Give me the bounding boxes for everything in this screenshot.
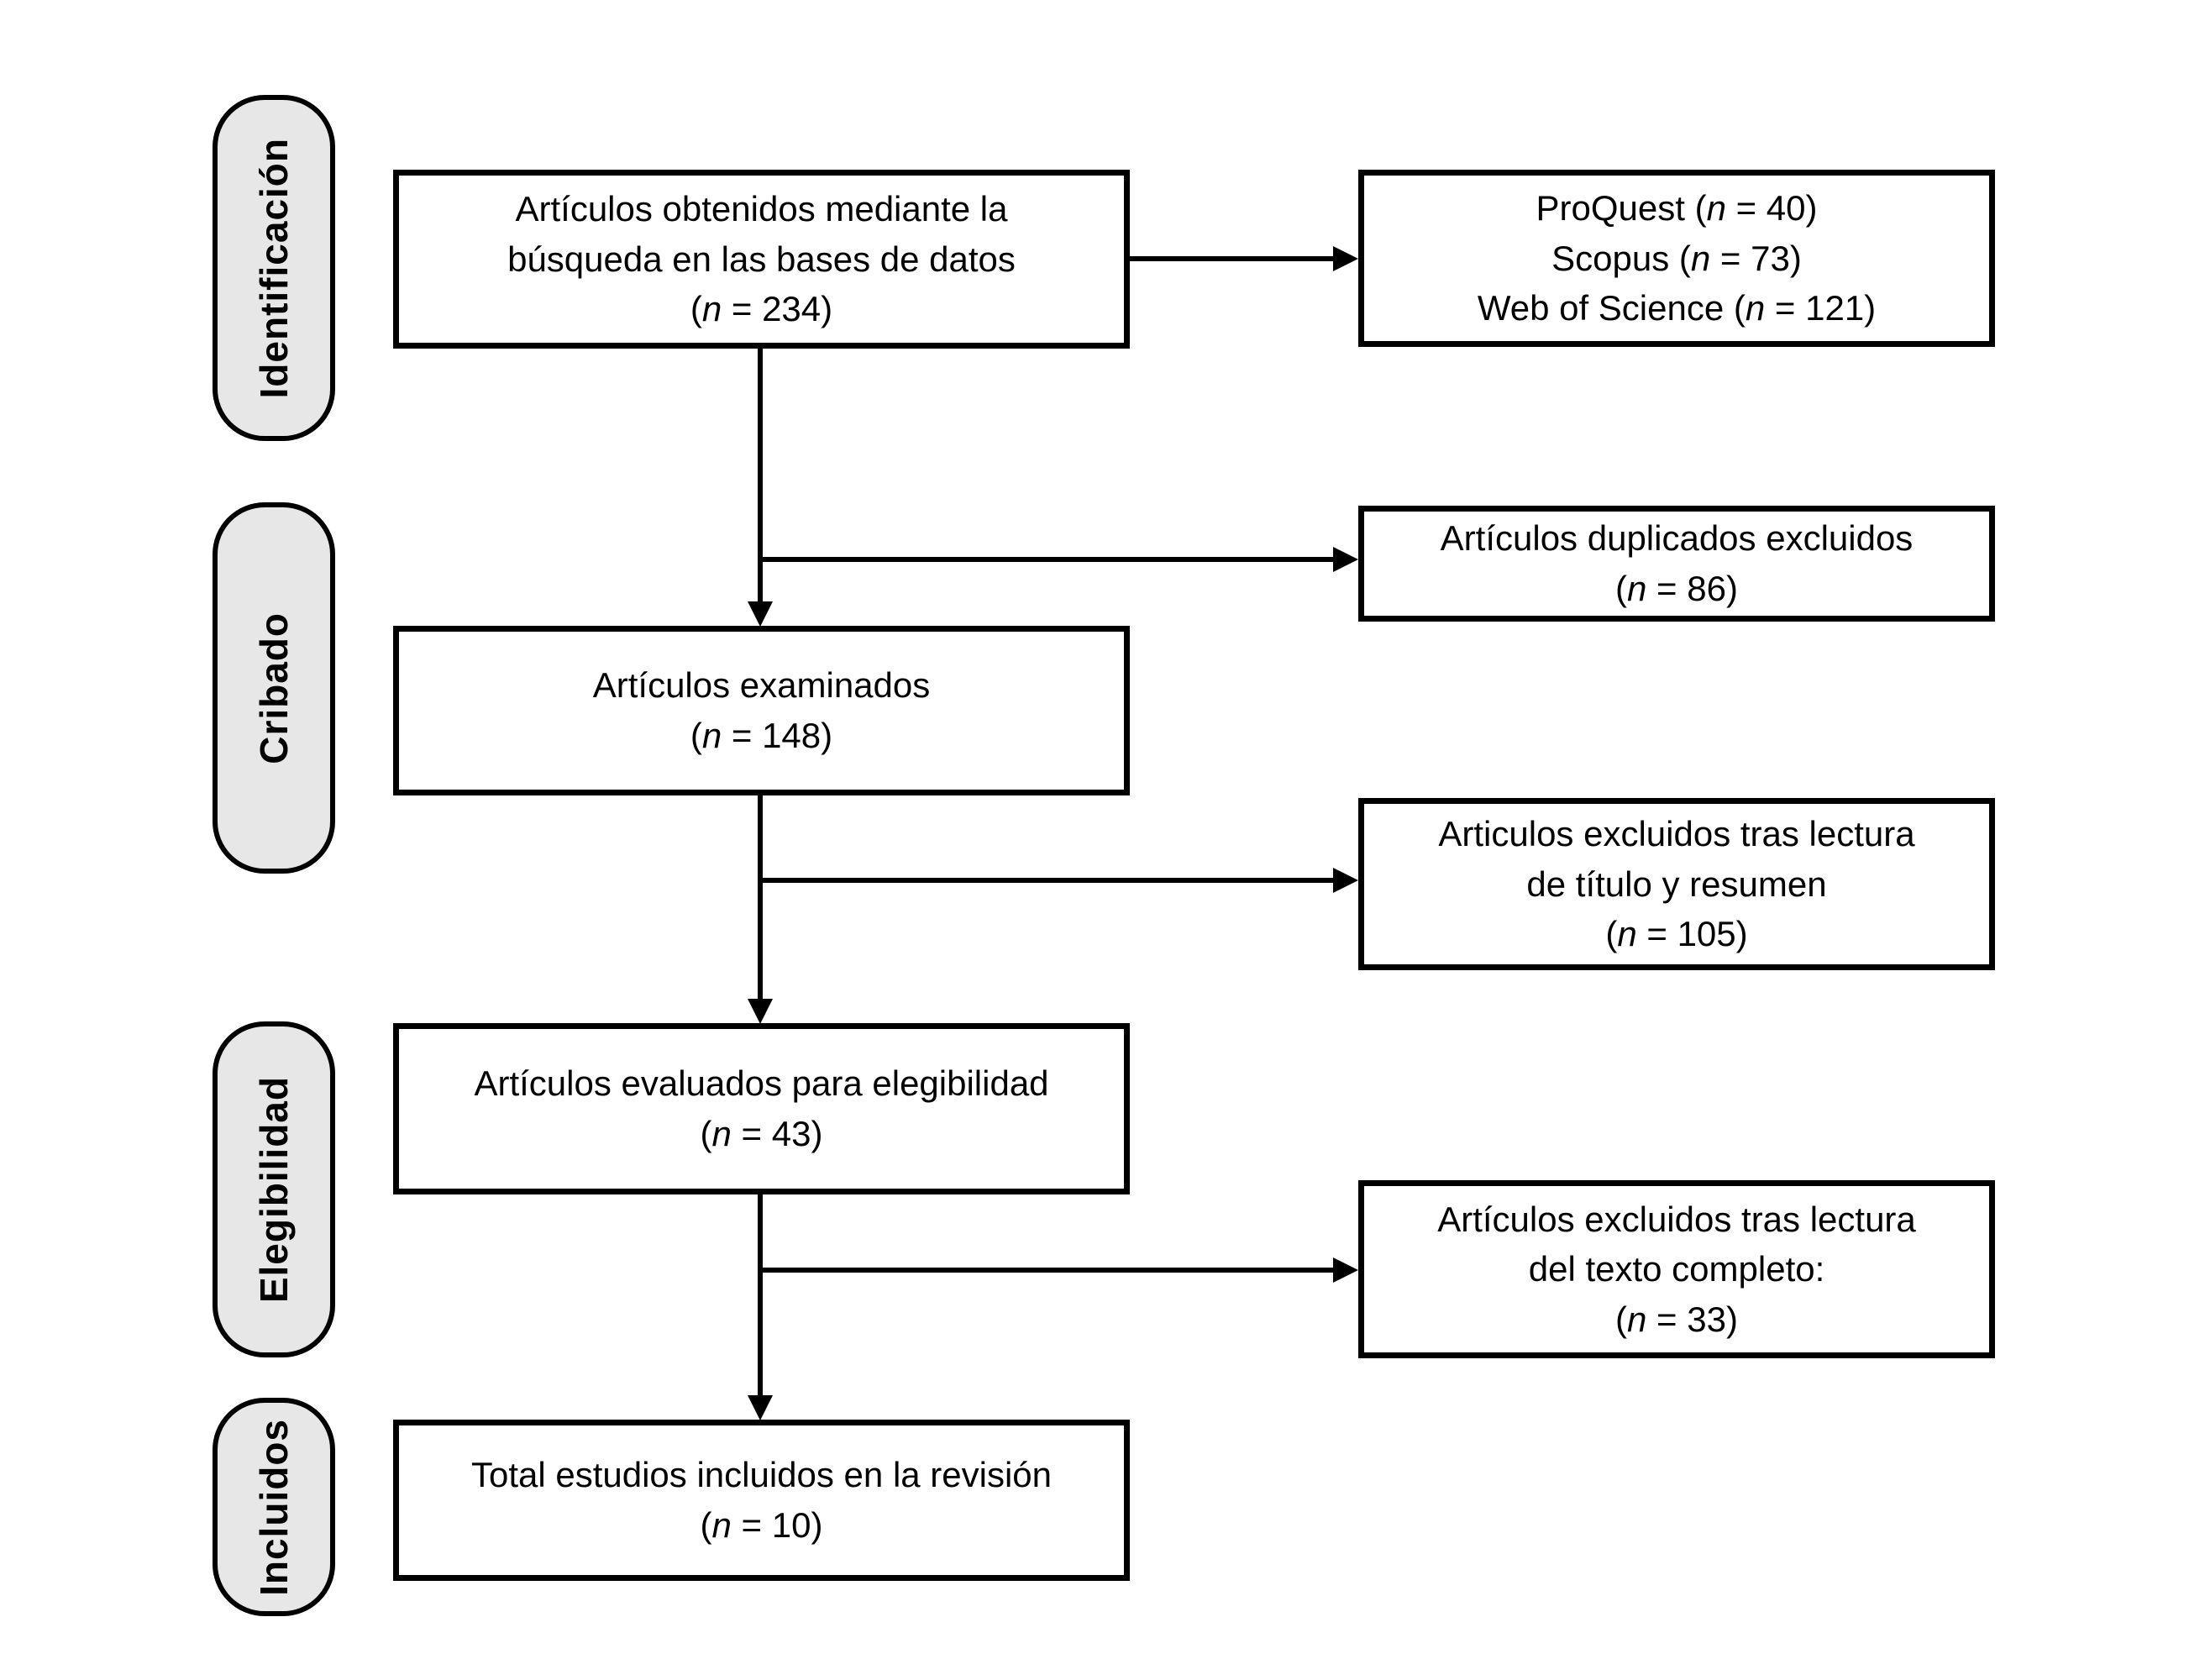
box-count-line: (n = 43) (700, 1114, 823, 1153)
stage-pill-incluidos: Incluidos (213, 1398, 335, 1616)
box-count-line: (n = 148) (690, 716, 833, 755)
box-text-line: Total estudios incluidos en la revisión (470, 1455, 1053, 1495)
box-text-line: búsqueda en las bases de datos (507, 239, 1016, 279)
arrowhead-right-icon (1333, 246, 1358, 271)
connector-search-to-screened (758, 349, 763, 606)
arrow-branch-full-text (758, 1268, 1338, 1273)
arrowhead-right-icon (1333, 868, 1358, 893)
arrowhead-right-icon (1333, 1257, 1358, 1283)
arrow-search-to-databases (1128, 256, 1338, 261)
side-box-duplicates-excluded: Artículos duplicados excluidos (n = 86) (1358, 506, 1995, 622)
box-text-line: Web of Science (n = 121) (1477, 288, 1877, 328)
box-text-line: Articulos excluidos tras lectura (1438, 814, 1915, 854)
arrowhead-down-icon (748, 999, 773, 1024)
flow-box-articles-screened: Artículos examinados (n = 148) (393, 626, 1130, 795)
stage-pill-identificacion: Identificación (213, 95, 335, 441)
stage-pill-elegibilidad: Elegibilidad (213, 1021, 335, 1357)
box-text-line: Artículos examinados (592, 665, 931, 706)
box-text-line: Artículos obtenidos mediante la (515, 189, 1008, 229)
arrowhead-down-icon (748, 601, 773, 627)
box-text-line: ProQuest (n = 40) (1536, 188, 1818, 228)
box-text-line: del texto completo: (1528, 1249, 1825, 1289)
flow-box-assessed-eligibility: Artículos evaluados para elegibilidad (n… (393, 1023, 1130, 1194)
side-box-database-counts: ProQuest (n = 40) Scopus (n = 73) Web of… (1358, 170, 1995, 347)
box-count-line: (n = 33) (1615, 1299, 1738, 1339)
stage-label-identificacion: Identificación (252, 137, 296, 399)
arrow-branch-title-abstract (758, 878, 1338, 883)
stage-label-incluidos: Incluidos (252, 1418, 296, 1596)
box-text-line: de título y resumen (1526, 864, 1827, 904)
arrowhead-right-icon (1333, 547, 1358, 572)
box-count-line: (n = 86) (1615, 569, 1738, 608)
stage-label-elegibilidad: Elegibilidad (252, 1075, 296, 1304)
box-text-line: Scopus (n = 73) (1551, 238, 1802, 278)
side-box-excluded-full-text: Artículos excluidos tras lectura del tex… (1358, 1180, 1995, 1358)
connector-screened-to-eligibility (758, 795, 763, 1000)
box-text-line: Artículos evaluados para elegibilidad (474, 1063, 1049, 1104)
box-count-line: (n = 10) (700, 1505, 823, 1545)
box-count-line: (n = 105) (1605, 914, 1748, 954)
box-count-line: (n = 234) (690, 289, 833, 329)
stage-pill-cribado: Cribado (213, 502, 335, 874)
flow-box-included-studies: Total estudios incluidos en la revisión … (393, 1420, 1130, 1581)
flow-box-database-search: Artículos obtenidos mediante la búsqueda… (393, 170, 1130, 349)
connector-eligibility-to-included (758, 1194, 763, 1396)
stage-label-cribado: Cribado (252, 612, 296, 764)
arrowhead-down-icon (748, 1395, 773, 1420)
box-text-line: Artículos excluidos tras lectura (1437, 1199, 1916, 1239)
box-text-line: Artículos duplicados excluidos (1440, 518, 1914, 559)
side-box-excluded-title-abstract: Articulos excluidos tras lectura de títu… (1358, 798, 1995, 970)
arrow-branch-duplicates (758, 557, 1338, 562)
